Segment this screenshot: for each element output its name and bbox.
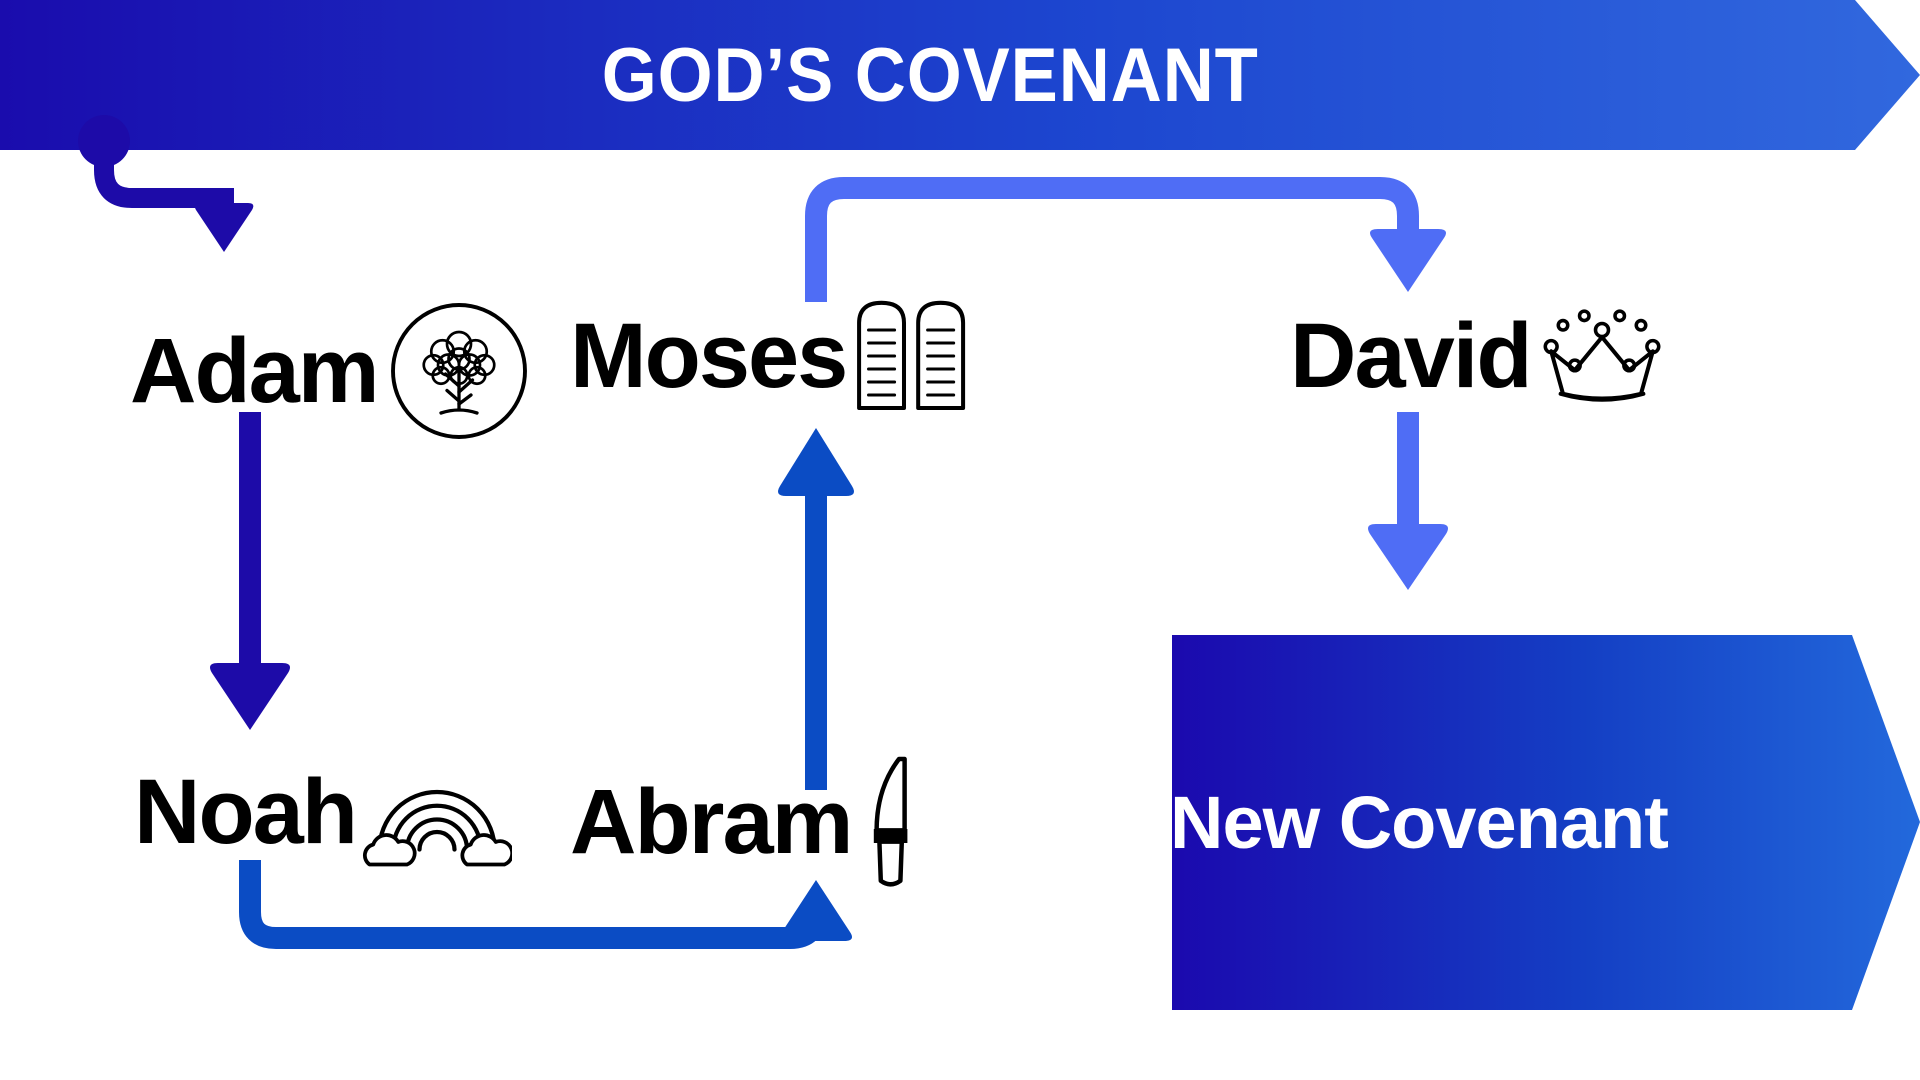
knife-icon bbox=[874, 756, 908, 887]
arrowhead-to-new-covenant bbox=[1368, 524, 1448, 590]
node-abram-label: Abram bbox=[570, 771, 853, 873]
connector-moses-to-david bbox=[805, 177, 1419, 302]
node-adam[interactable]: Adam bbox=[130, 296, 534, 446]
rainbow-icon bbox=[362, 789, 512, 867]
arrowhead-to-adam bbox=[194, 203, 254, 252]
arrowhead-to-moses bbox=[778, 428, 854, 496]
arrowhead-to-noah bbox=[210, 663, 290, 730]
connector-start-to-adam bbox=[94, 141, 234, 212]
tree-in-circle-icon bbox=[390, 303, 527, 439]
node-david-label: David bbox=[1290, 305, 1533, 407]
arrowhead-to-david bbox=[1370, 229, 1446, 292]
node-noah-label: Noah bbox=[134, 761, 358, 863]
node-abram[interactable]: Abram bbox=[570, 752, 927, 892]
new-covenant-shape bbox=[1172, 635, 1920, 1010]
node-david[interactable]: David bbox=[1290, 296, 1667, 416]
stone-tablets-icon bbox=[857, 300, 966, 411]
node-moses-label: Moses bbox=[570, 305, 848, 407]
crown-icon bbox=[1543, 309, 1661, 402]
node-moses[interactable]: Moses bbox=[570, 296, 982, 416]
arrowhead-to-abram bbox=[780, 880, 852, 941]
title-banner-shape bbox=[0, 0, 1920, 150]
node-noah[interactable]: Noah bbox=[134, 752, 512, 872]
node-adam-label: Adam bbox=[130, 320, 380, 422]
